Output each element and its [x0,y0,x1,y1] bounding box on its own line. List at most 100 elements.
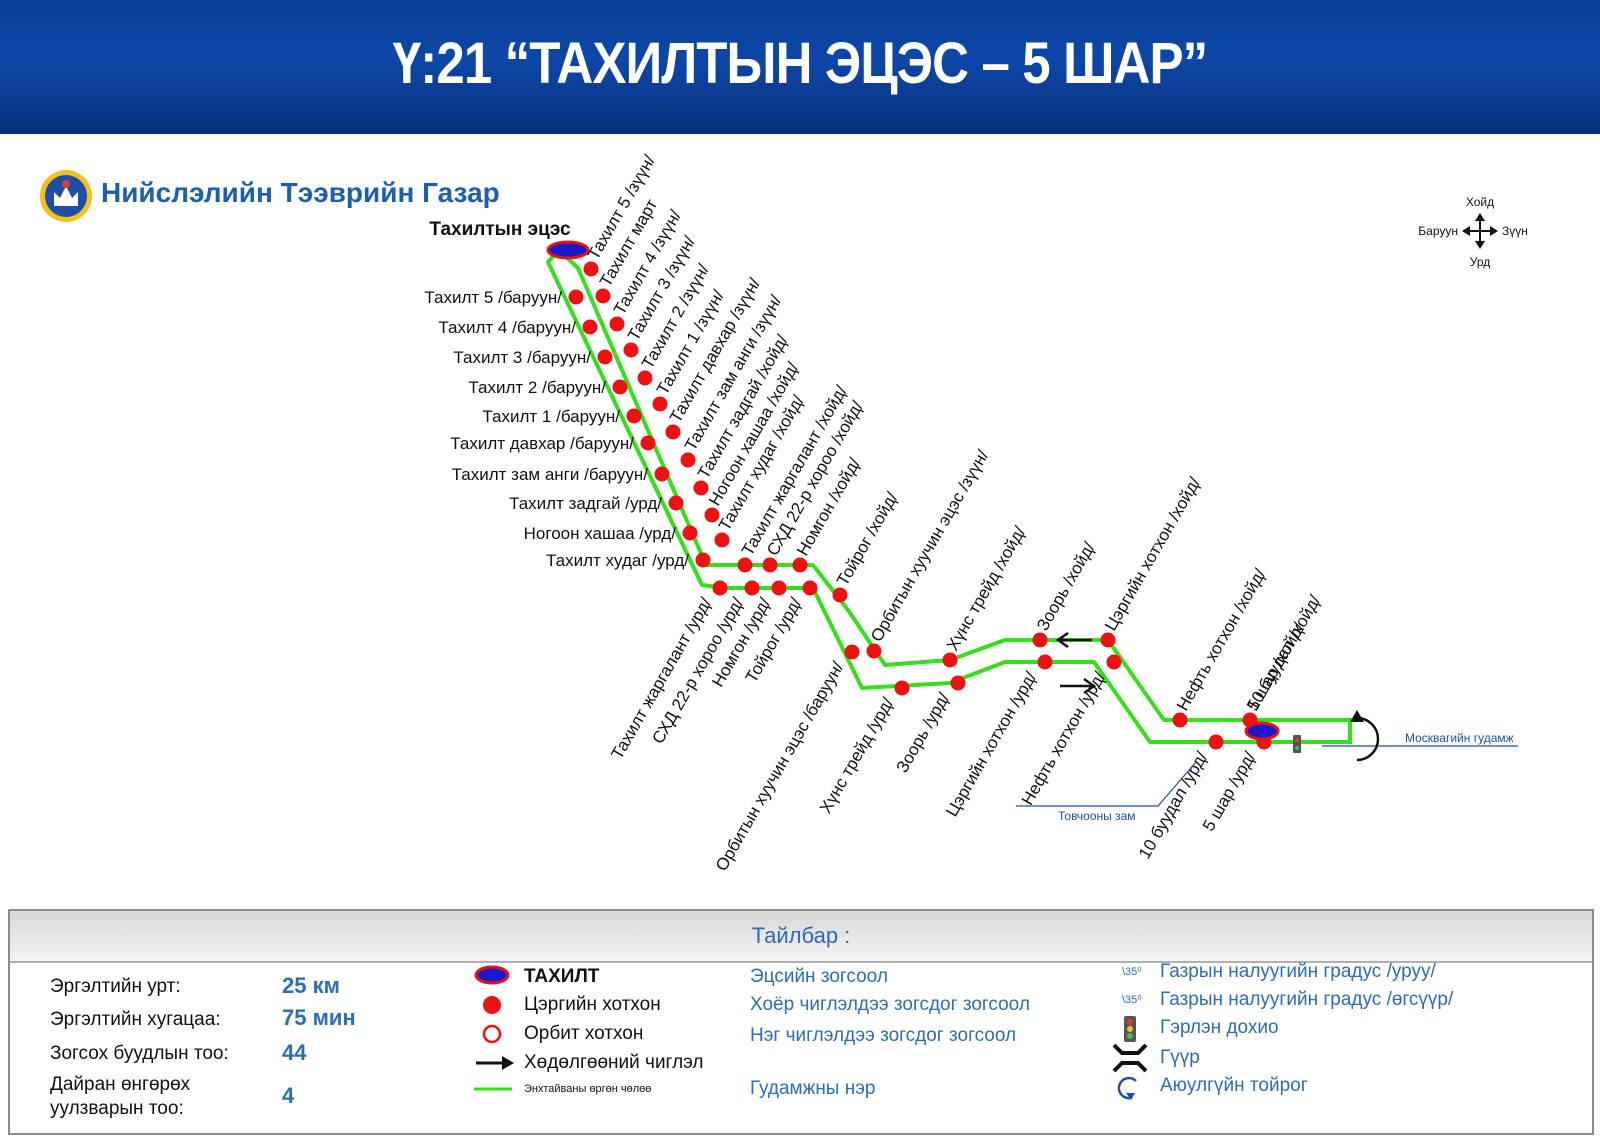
stat-value-duration: 75 мин [282,1005,356,1030]
legend-direction-label: Хөдөлгөөний чиглэл [524,1052,704,1073]
street-moscow-label: Москвагийн гудамж [1405,731,1514,745]
legend-title: Тайлбар : [751,923,851,948]
stop-dot [623,342,639,358]
stop-dot [704,507,720,523]
stop-dot [844,644,860,660]
stop-label-left: Тахилт 4 /баруун/ [438,318,576,337]
stop-label-left: Тахилт задгай /урд/ [509,494,662,513]
legend-header: Тайлбар : [10,911,1592,963]
stop-dot [1208,734,1224,750]
stat-label-stops: Зогсох буудлын тоо: [50,1043,229,1064]
stop-label-left: Тахилт 2 /баруун/ [468,378,606,397]
traffic-light-icon [1293,735,1301,753]
stop-dot [668,495,684,511]
stop-label-upper: Хүнс трейд /хойд/ [943,523,1030,654]
stop-dot [1032,632,1048,648]
stat-value-stops: 44 [282,1040,307,1065]
stop-label-lower: Зоорь /урд/ [893,689,954,776]
turnaround-arrow-head [1350,710,1364,722]
compass-west-label: Баруун [1418,224,1458,238]
stop-dot [612,379,628,395]
stop-label-left: Тахилт зам анги /баруун/ [452,465,649,484]
bridge-icon [1112,1043,1148,1073]
stop-dot [626,408,642,424]
legend-slope-up-label: Газрын налуугийн градус /өгсүүр/ [1160,989,1454,1010]
route-loop-end [1340,718,1352,744]
stop-dot [597,349,613,365]
stop-label-left: Ногоон хашаа /урд/ [524,524,677,543]
legend-bridge-label: Гүүр [1160,1047,1200,1068]
stop-dot [762,557,778,573]
legend-one-way-desc: Нэг чиглэлдээ зогсдог зогсоол [750,1025,1017,1046]
direction-arrow-right-icon [1060,677,1097,695]
stop-dot [802,580,818,596]
stop-dot [637,370,653,386]
stop-dot [712,580,728,596]
stop-label-left: Тахилт 5 /баруун/ [424,288,562,307]
stat-label-intersections: Дайран өнгөрөх уулзварын тоо: [50,1074,191,1119]
street-tovchoo-line [1016,761,1197,807]
street-line-icon [474,1087,512,1091]
turnaround-arrow-icon [1356,716,1380,762]
direction-arrow-left-icon [1055,631,1092,649]
stop-dot [942,652,958,668]
stop-dot [832,587,848,603]
stop-dot [654,466,670,482]
legend-slope-down-label: Газрын налуугийн градус /уруу/ [1160,961,1436,982]
stop-dot [568,289,584,305]
legend-panel: Тайлбар : Эргэлтийн урт: 25 км Эргэлтийн… [8,909,1594,1135]
stop-label-lower: 10 буудал /урд/ [1135,748,1212,862]
traffic-light-red [1295,738,1299,742]
stop-dot [695,552,711,568]
traffic-light-icon [1124,1016,1136,1042]
org-logo-icon [40,170,92,222]
stop-dot [680,452,696,468]
org-name: Нийслэлийн Тээврийн Газар [101,177,500,208]
slope-down-mark: \35⁰ [1122,966,1142,978]
stop-dot [737,557,753,573]
stop-dot [682,525,698,541]
stop-label-upper: Цэргийн хотхон /хойд/ [1101,474,1204,634]
stop-dot [792,557,808,573]
legend-terminal-desc: Эцсийн зогсоол [750,966,888,987]
stop-label-lower: Орбитын хуучин эцэс /баруун/ [712,658,848,874]
stop-dot [771,580,787,596]
stop-dot [609,316,625,332]
legend-roundabout-label: Аюулгүйн тойрог [1160,1075,1308,1096]
stop-label-left: Тахилт давхар /баруун/ [450,434,634,453]
stop-dot [582,319,598,335]
stat-label-duration: Эргэлтийн хугацаа: [50,1009,221,1030]
stop-label-left: Тахилт худаг /урд/ [546,551,689,570]
stop-dot [665,424,681,440]
slope-up-mark: \35⁰ [1122,994,1142,1006]
stop-dot [714,532,730,548]
compass-s-arrow [1475,241,1485,249]
stop-dot [652,396,668,412]
legend-terminal-label: ТАХИЛТ [524,966,600,987]
stop-label-upper: Зоорь /хойд/ [1033,539,1099,634]
stop-label-upper: 5 шар /хойд/ [1243,619,1309,714]
legend-street-desc: Гудамжны нэр [750,1078,876,1099]
terminal-oval-icon [474,965,510,985]
stat-value-length: 25 км [282,973,340,998]
stat-label-length: Эргэлтийн урт: [50,976,181,997]
stop-dot [894,680,910,696]
terminal-end-icon [1244,721,1280,741]
stop-dot [950,675,966,691]
legend-traffic-light-label: Гэрлэн дохио [1160,1017,1279,1038]
stop-dot [1106,654,1122,670]
one-way-stop-icon [482,1024,502,1044]
route-line-outbound [559,250,1340,722]
route-line-inbound [546,250,1340,744]
compass-south-label: Урд [1470,255,1490,269]
route-title: Ү:21 “ТАХИЛТЫН ЭЦЭС – 5 ШАР” [392,31,1208,96]
compass-e-arrow [1490,226,1498,236]
direction-arrow-icon [476,1056,514,1070]
stop-dot [583,261,599,277]
stop-label-left: Тахилт 3 /баруун/ [453,348,591,367]
traffic-light-green [1295,746,1299,750]
legend-street-example: Энхтайваны өргөн чөлөө [524,1083,652,1095]
stop-dot [866,643,882,659]
header-banner: Ү:21 “ТАХИЛТЫН ЭЦЭС – 5 ШАР” [0,0,1600,134]
stop-dot [744,580,760,596]
